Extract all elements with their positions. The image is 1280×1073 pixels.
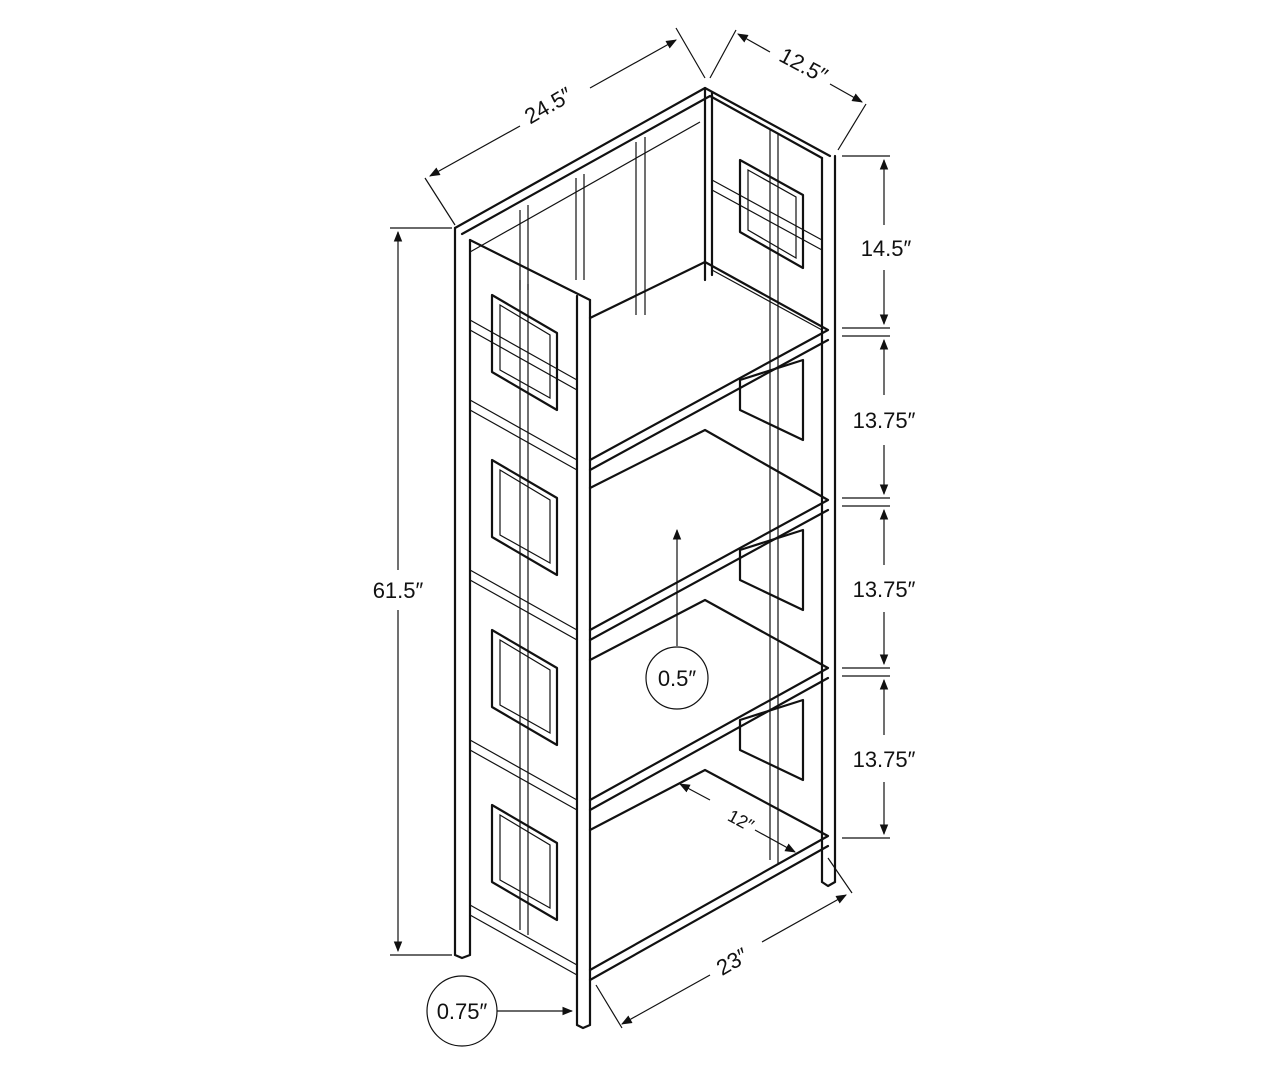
shelf-3 [588,598,830,812]
shelf-2 [588,428,830,642]
label-gap-4: 13.75″ [853,747,916,772]
label-gap-1: 14.5″ [861,236,912,261]
label-shelf-width: 23″ [712,943,753,981]
square-motif-left-4 [490,803,559,922]
label-width-top: 24.5″ [520,82,577,129]
square-motif-left-1 [490,293,559,412]
callout-shelf-thickness: 0.5″ [645,528,709,710]
dimension-shelf-width: 23″ [595,857,853,1029]
dimension-height: 61.5″ [373,227,452,956]
square-motif-right-4 [738,698,805,782]
square-motif-right-1 [738,158,805,270]
label-shelf-thickness: 0.5″ [658,666,697,691]
square-motif-left-2 [490,458,559,577]
square-motif-right-2 [738,358,805,442]
label-shelf-depth: 12″ [724,806,757,836]
label-leg-size: 0.75″ [437,999,488,1024]
dimension-width-top: 24.5″ [424,27,706,226]
label-gap-3: 13.75″ [853,577,916,602]
shelf-4-bottom [588,768,830,982]
square-motif-right-3 [738,528,805,612]
shelf-1 [588,260,830,472]
bookshelf-drawing [453,86,837,1030]
label-gap-2: 13.75″ [853,408,916,433]
label-height: 61.5″ [373,578,424,603]
dimension-shelf-gaps: 14.5″ 13.75″ 13.75″ 13.75″ [842,155,916,839]
square-motif-left-3 [490,628,559,747]
label-depth-top: 12.5″ [775,42,832,88]
callout-leg-size: 0.75″ [426,975,574,1047]
